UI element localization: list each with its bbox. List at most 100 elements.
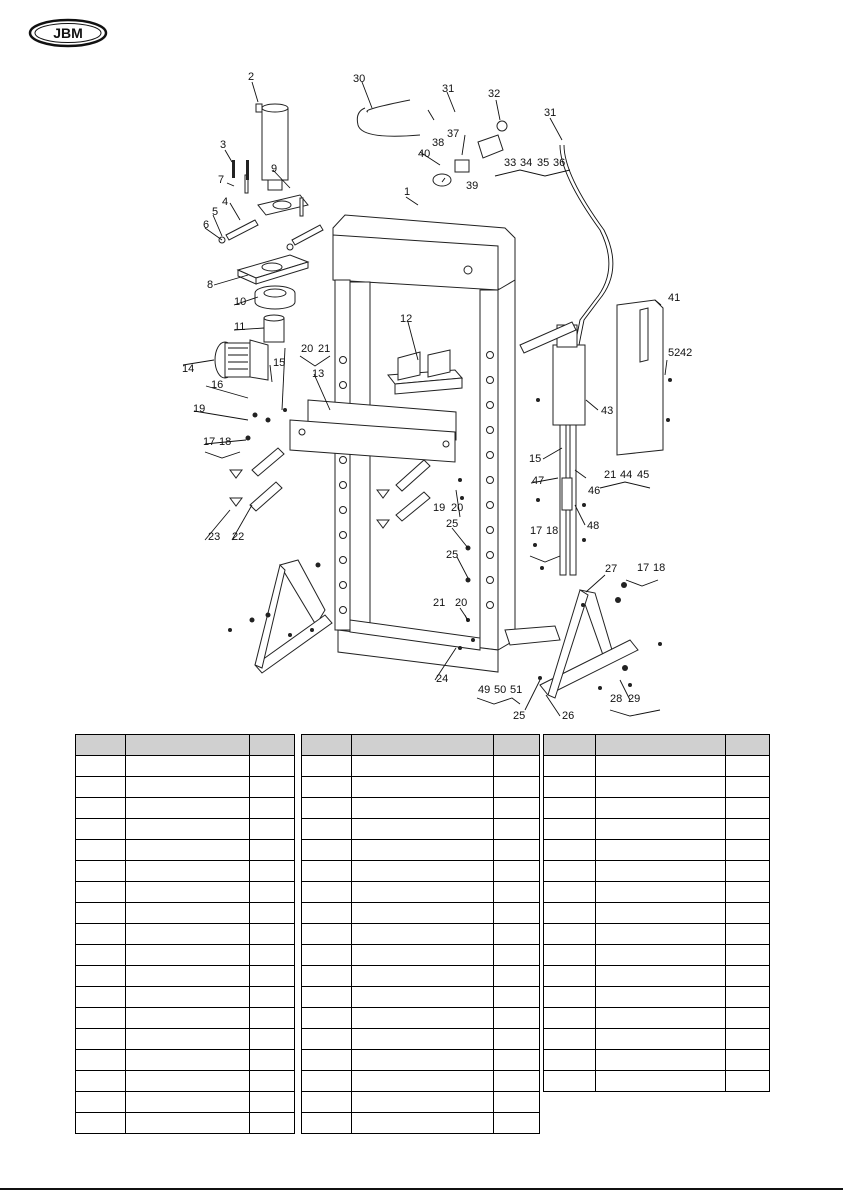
table-cell: [301, 797, 352, 819]
table-row: [543, 1049, 770, 1071]
table-row: [301, 1112, 540, 1134]
table-cell: [125, 1070, 250, 1092]
table-cell: [125, 902, 250, 924]
table-row: [75, 1070, 295, 1092]
table-cell: [75, 1091, 126, 1113]
table-cell: [351, 860, 494, 882]
table-cell: [493, 986, 540, 1008]
table-cell: [351, 965, 494, 987]
callout-38: 38: [432, 137, 444, 149]
table-cell: [351, 1028, 494, 1050]
leader-lines: [182, 81, 668, 717]
callout-36: 36: [553, 157, 565, 169]
table-cell: [75, 881, 126, 903]
table-cell: [543, 881, 596, 903]
callout-21-low: 21: [433, 597, 445, 609]
table-cell: [493, 944, 540, 966]
table-cell: [493, 1028, 540, 1050]
table-row: [301, 923, 540, 945]
callout-6: 6: [203, 219, 209, 231]
callout-3: 3: [220, 139, 226, 151]
table-cell: [249, 881, 295, 903]
callout-8: 8: [207, 279, 213, 291]
callout-42: 42: [680, 347, 692, 359]
table-cell: [595, 902, 726, 924]
table-row: [75, 755, 295, 777]
ram-plate: [236, 254, 310, 285]
callout-25-c: 25: [513, 710, 525, 722]
table-row: [301, 860, 540, 882]
table-row: [301, 797, 540, 819]
table-cell: [249, 1091, 295, 1113]
table-cell: [595, 755, 726, 777]
callout-19-left: 19: [193, 403, 205, 415]
table-cell: [301, 776, 352, 798]
table-row: [543, 797, 770, 819]
cylinder-mount-parts: [218, 174, 324, 251]
callout-15-pump: 15: [529, 453, 541, 465]
table-cell: [249, 902, 295, 924]
table-cell: [249, 839, 295, 861]
table-cell: [249, 923, 295, 945]
table-cell: [493, 1091, 540, 1113]
callout-21-pump: 21: [604, 469, 616, 481]
table-cell: [543, 965, 596, 987]
table-cell: [543, 839, 596, 861]
table-cell: [75, 839, 126, 861]
table-cell: [725, 818, 770, 840]
table-cell: [351, 1091, 494, 1113]
table-row: [543, 944, 770, 966]
table-row: [301, 986, 540, 1008]
table-cell: [543, 818, 596, 840]
table-cell: [725, 776, 770, 798]
callout-17-left: 17: [203, 436, 215, 448]
table-row: [75, 1091, 295, 1113]
table-cell: [249, 797, 295, 819]
table-row: [301, 839, 540, 861]
table-cell: [725, 965, 770, 987]
table-row: [301, 881, 540, 903]
table-cell: [725, 797, 770, 819]
table-cell: [301, 818, 352, 840]
table-cell: [351, 1007, 494, 1029]
table-row: [301, 755, 540, 777]
callout-labels: 1 2 3 4 5 6 7 8 9 10 11 12 13 14 15 16 1…: [182, 71, 692, 722]
table-row: [75, 860, 295, 882]
table-cell: [301, 1070, 352, 1092]
table-row: [301, 902, 540, 924]
table-cell: [595, 818, 726, 840]
callout-16: 16: [211, 379, 223, 391]
table-row: [75, 986, 295, 1008]
table-header: [75, 734, 295, 756]
table-cell: [351, 986, 494, 1008]
table-cell: [595, 1007, 726, 1029]
callout-20-low: 20: [455, 597, 467, 609]
table-cell: [301, 1028, 352, 1050]
table-row: [75, 1049, 295, 1071]
table-row: [543, 860, 770, 882]
parts-table-left: [75, 734, 295, 1134]
pump-guard: [616, 299, 664, 456]
table-cell: [725, 1007, 770, 1029]
table-cell: [725, 902, 770, 924]
table-cell: [595, 860, 726, 882]
table-cell: [125, 1049, 250, 1071]
callout-12: 12: [400, 313, 412, 325]
table-cell: [493, 881, 540, 903]
table-cell: [543, 1007, 596, 1029]
callout-27: 27: [605, 563, 617, 575]
table-cell: [75, 986, 126, 1008]
table-row: [543, 818, 770, 840]
table-row: [543, 839, 770, 861]
table-cell: [493, 818, 540, 840]
callout-19-mid: 19: [433, 502, 445, 514]
table-cell: [301, 902, 352, 924]
table-cell: [249, 965, 295, 987]
table-cell: [301, 1091, 352, 1113]
table-cell: [125, 755, 250, 777]
callout-44: 44: [620, 469, 632, 481]
table-cell: [351, 902, 494, 924]
callout-14: 14: [182, 363, 194, 375]
table-cell: [125, 818, 250, 840]
callout-31-left: 31: [442, 83, 454, 95]
